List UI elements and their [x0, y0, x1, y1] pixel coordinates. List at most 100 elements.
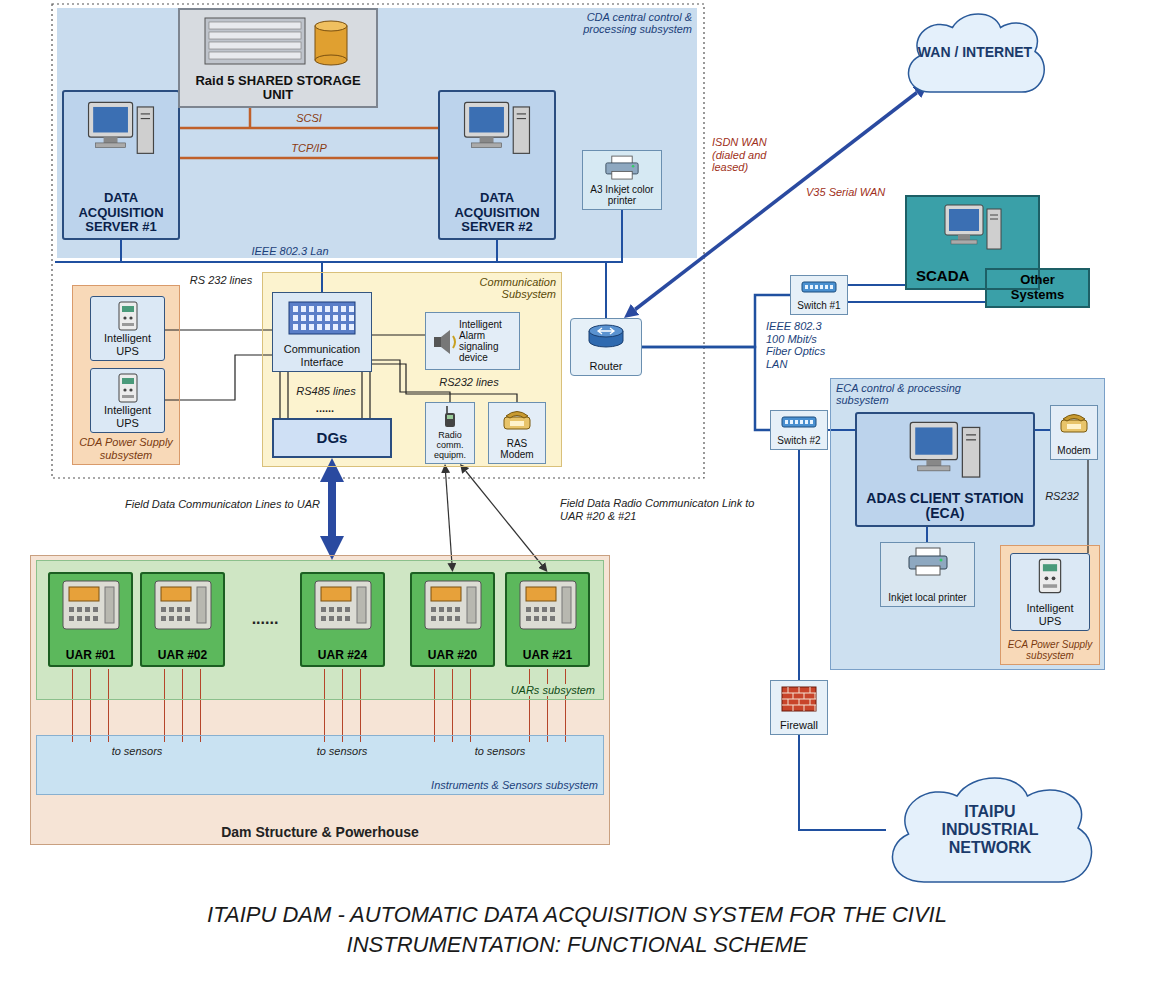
node-label: UAR #24	[318, 649, 367, 662]
brick-icon	[781, 686, 817, 712]
connector	[1087, 460, 1088, 553]
box-fill	[300, 572, 385, 667]
node-label: CDA central control & processing subsyst…	[582, 11, 692, 36]
edge-label: RS485 lines	[295, 385, 357, 398]
node-label: Firewall	[780, 719, 818, 731]
printer-icon	[605, 155, 639, 181]
phone-icon	[1059, 410, 1089, 434]
client-station-box: ADAS CLIENT STATION (ECA)	[855, 412, 1035, 527]
system-box: SCADA	[905, 195, 1040, 290]
node-label: Communication Subsystem	[456, 276, 556, 301]
subsystem-band: UARs subsystem UAR #01UAR #02 UAR #24 UAR #…	[36, 560, 604, 700]
sensor-wire	[434, 669, 435, 742]
subsystem-band: ECA Power Supply subsystemIntelligent UP…	[1000, 545, 1100, 665]
subsystem-band: CDA central control & processing subsyst…	[57, 8, 697, 258]
switch-icon	[781, 415, 817, 429]
uar-unit: UAR #24	[300, 572, 385, 667]
radio-icon	[442, 406, 458, 428]
caption: ITAIPU DAM - AUTOMATIC DATA ACQUISITION …	[127, 900, 1027, 959]
uar-icon	[153, 579, 213, 631]
sensor-wire	[182, 669, 183, 742]
box-fill	[140, 572, 225, 667]
node-label: UAR #02	[158, 649, 207, 662]
interface-box: Communication Interface	[272, 292, 372, 372]
pc-icon	[943, 203, 1003, 253]
node-label: ECA control & processing subsystem	[836, 382, 986, 407]
box-fill	[425, 312, 520, 370]
node-label: Communication Interface	[278, 343, 366, 368]
connector	[328, 482, 336, 536]
box-fill	[1010, 553, 1090, 631]
box-fill	[36, 560, 604, 700]
sensor-wire	[164, 669, 165, 742]
server-box: DATA ACQUISITION SERVER #2	[438, 90, 556, 240]
edge-label: IEEE 802.3 Lan	[238, 245, 342, 258]
cda-dotted-outline	[52, 4, 704, 478]
node-label: UAR #20	[428, 649, 477, 662]
edge-label: Field Data Radio Communicaton Link to UA…	[560, 497, 770, 522]
node-label: Intelligent UPS	[1016, 602, 1084, 627]
uar-icon	[518, 579, 578, 631]
subsystem-band: Communication SubsystemCommunication Int…	[262, 272, 562, 467]
box-fill	[178, 8, 378, 108]
sensor-wire	[200, 669, 201, 742]
scsi-drop	[249, 108, 252, 128]
box-fill	[880, 542, 975, 607]
ups-icon	[117, 301, 139, 331]
node-label: Intelligent UPS	[96, 404, 159, 429]
box-fill	[90, 368, 165, 433]
ups-box: Intelligent UPS	[1010, 553, 1090, 631]
storage-box: Raid 5 SHARED STORAGE UNIT	[178, 8, 378, 108]
sensor-wire	[108, 669, 109, 742]
printer-icon	[908, 547, 948, 577]
connector	[848, 284, 905, 286]
rack-icon	[203, 16, 353, 66]
node-label: WAN / INTERNET	[918, 45, 1032, 61]
box-fill	[830, 378, 1105, 670]
sensor-wire	[565, 669, 566, 742]
uar-icon	[313, 579, 373, 631]
node-label: SCADA	[916, 268, 969, 285]
box-fill	[855, 412, 1035, 527]
switch-box: Switch #2	[770, 410, 828, 450]
box-fill	[985, 268, 1090, 308]
ups-icon	[1037, 558, 1063, 594]
node-label: Switch #1	[797, 300, 840, 311]
site-band: Dam Structure & PowerhouseUARs subsystem…	[30, 555, 610, 845]
node-label: UARs subsystem	[508, 684, 598, 696]
switch-box: Switch #1	[790, 275, 848, 315]
connector	[606, 210, 622, 318]
free-label: to sensors	[460, 745, 540, 758]
ups-box: Intelligent UPS	[90, 296, 165, 361]
router-icon	[586, 323, 626, 349]
free-label: ......	[235, 610, 295, 628]
edge-label: ISDN WAN (dialed and leased)	[712, 136, 794, 174]
box-fill	[48, 572, 133, 667]
connector	[279, 372, 280, 418]
pc-icon	[462, 100, 532, 158]
sensor-wire	[342, 669, 343, 742]
node-label: Raid 5 SHARED STORAGE UNIT	[185, 74, 371, 103]
ups-box: Intelligent UPS	[90, 368, 165, 433]
node-label: A3 Inkjet color printer	[588, 184, 656, 206]
uar-unit: UAR #01	[48, 572, 133, 667]
edge-label: TCP/IP	[279, 142, 339, 155]
edge-label: RS232	[1040, 490, 1084, 503]
free-label: V35 Serial WAN	[806, 186, 898, 199]
sensor-wires	[73, 669, 566, 742]
grid-icon	[287, 298, 357, 338]
box-fill	[72, 285, 180, 465]
uar-unit: UAR #20	[410, 572, 495, 667]
printer-box: Inkjet local printer	[880, 542, 975, 607]
box-fill	[262, 272, 562, 467]
edge-label: SCSI	[279, 112, 339, 125]
connector	[165, 329, 272, 330]
speaker-icon	[431, 327, 459, 357]
node-label: DATA ACQUISITION SERVER #1	[69, 191, 173, 235]
node-label: RAS Modem	[494, 438, 540, 460]
sensor-wire	[360, 669, 361, 742]
connector	[799, 735, 886, 830]
system-box: Other Systems	[985, 268, 1090, 308]
node-label: Intelligent Alarm signaling device	[459, 319, 514, 364]
node-label: Intelligent UPS	[96, 332, 159, 357]
